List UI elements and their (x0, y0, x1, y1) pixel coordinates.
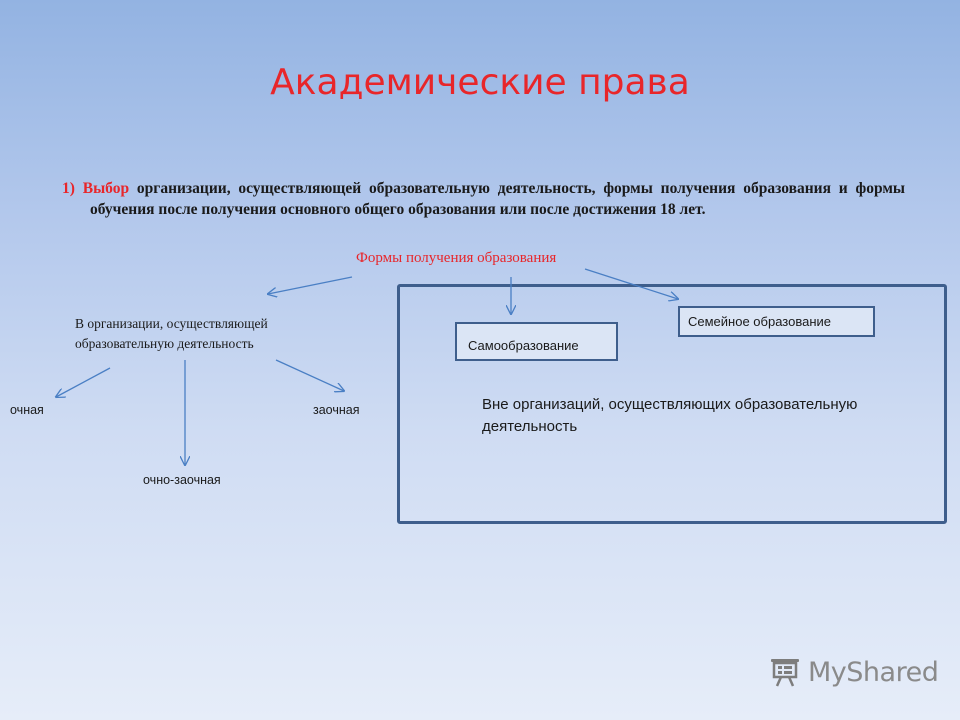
outside-org-frame (397, 284, 947, 524)
in-org-node: В организации, осуществляющей образовате… (75, 316, 268, 351)
arrow-root-to-in-org (268, 276, 353, 294)
part-time-node: заочная (313, 403, 360, 417)
arrow-to-part-time (275, 359, 344, 391)
presentation-board-icon (771, 659, 799, 687)
arrow-to-full-time (56, 367, 111, 397)
point-text: организации, осуществляющей образователь… (90, 180, 906, 218)
self-education-node: Самообразование (455, 322, 618, 361)
logo-text: MyShared (808, 656, 939, 688)
slide-title: Академические права (270, 62, 690, 103)
point-1: 1) Выбор организации, осуществляющей обр… (62, 178, 905, 220)
mixed-node: очно-заочная (143, 473, 221, 487)
point-keyword: Выбор (82, 180, 130, 197)
myshared-logo: MyShared (768, 655, 939, 689)
family-education-node: Семейное образование (678, 306, 875, 337)
outside-org-node: Вне организаций, осуществляющих образова… (482, 396, 858, 435)
point-number: 1) (62, 180, 75, 197)
diagram-root-label: Формы получения образования (356, 250, 557, 266)
full-time-node: очная (10, 403, 44, 417)
arrow-root-to-family (584, 268, 678, 299)
